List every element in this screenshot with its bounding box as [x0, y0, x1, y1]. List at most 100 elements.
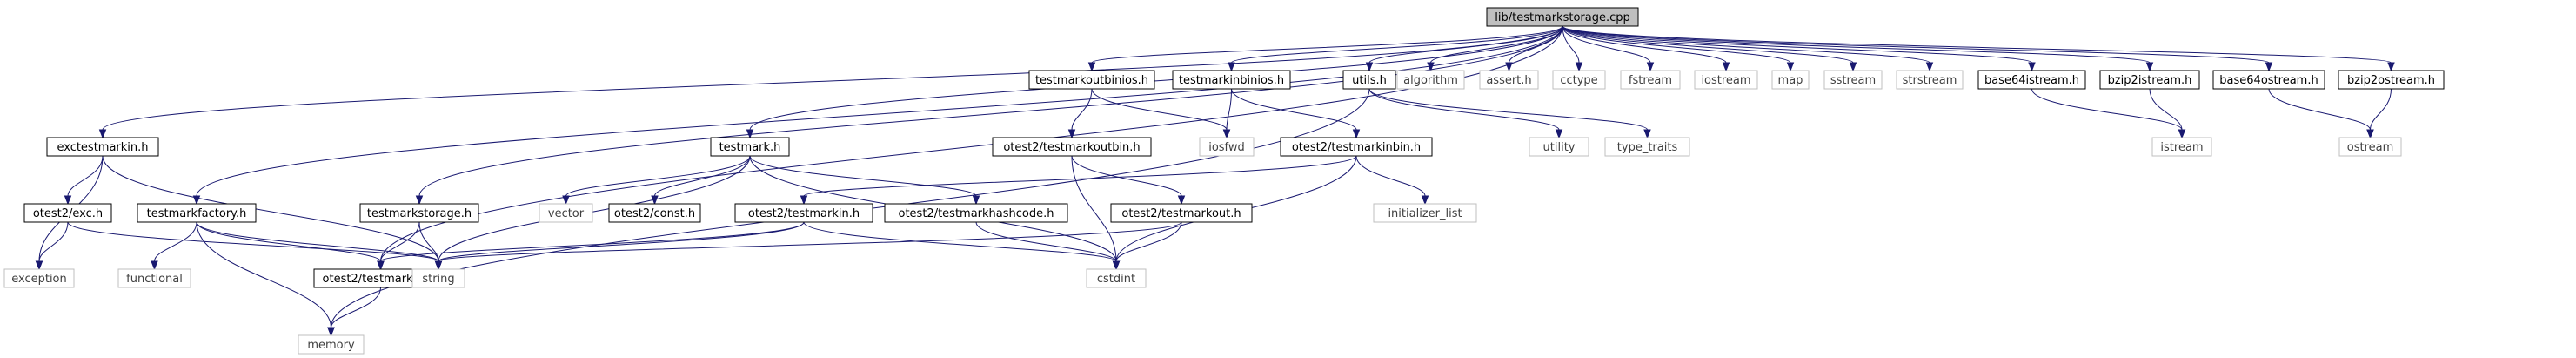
node-box: [608, 203, 701, 223]
node-label: exctestmarkin.h: [57, 141, 148, 154]
node-exc[interactable]: otest2/exc.h: [23, 203, 112, 223]
node-box: [710, 137, 790, 157]
node-outbinios[interactable]: testmarkoutbinios.h: [1028, 70, 1155, 90]
node-label: cctype: [1560, 74, 1597, 87]
edge-exc-to-string: [67, 221, 443, 271]
node-box: [1771, 70, 1810, 90]
edge-root-to-map: [1562, 25, 1795, 72]
node-label: testmarkstorage.h: [367, 207, 472, 220]
node-typetraits: type_traits: [1604, 137, 1690, 157]
edge-root-to-utils: [1365, 25, 1563, 72]
node-inbin[interactable]: otest2/testmarkinbin.h: [1280, 137, 1433, 157]
node-label: assert.h: [1486, 74, 1531, 87]
node-box: [359, 203, 479, 223]
edge-root-to-cctype: [1562, 25, 1583, 72]
node-box: [884, 203, 1068, 223]
node-vector: vector: [539, 203, 593, 223]
node-label: strstream: [1903, 74, 1957, 87]
node-root[interactable]: lib/testmarkstorage.cpp: [1486, 7, 1639, 27]
node-box: [1342, 70, 1396, 90]
node-box: [1172, 70, 1291, 90]
node-cctype: cctype: [1552, 70, 1606, 90]
node-markfactory[interactable]: testmarkfactory.h: [137, 203, 257, 223]
node-label: exception: [11, 273, 67, 286]
node-box: [1280, 137, 1433, 157]
node-box: [1620, 70, 1681, 90]
node-label: map: [1778, 74, 1803, 87]
edge-root-to-b64out: [1562, 25, 2273, 72]
edge-root-to-fstream: [1562, 25, 1655, 72]
node-box: [23, 203, 112, 223]
edge-outbinios-to-iosfwd: [1091, 88, 1231, 139]
edge-markfactory-to-functional: [151, 221, 197, 271]
node-excmarkin[interactable]: exctestmarkin.h: [46, 137, 159, 157]
edge-exc-to-exception: [35, 221, 69, 271]
node-const[interactable]: otest2/const.h: [608, 203, 701, 223]
node-box: [992, 137, 1152, 157]
node-box: [1823, 70, 1883, 90]
edge-outbin-to-markout: [1071, 155, 1186, 206]
node-label: testmarkfactory.h: [147, 207, 247, 220]
edge-markptr-to-memory: [327, 287, 381, 337]
node-box: [1486, 7, 1639, 27]
edge-inbinios-to-inbin: [1231, 88, 1361, 139]
node-inbinios[interactable]: testmarkinbinios.h: [1172, 70, 1291, 90]
edge-root-to-outbinios: [1087, 25, 1563, 72]
node-hashcode[interactable]: otest2/testmarkhashcode.h: [884, 203, 1068, 223]
node-label: string: [422, 273, 454, 286]
node-box: [1694, 70, 1758, 90]
edge-utils-to-utility: [1368, 88, 1563, 139]
node-label: functional: [126, 273, 183, 286]
node-fstream: fstream: [1620, 70, 1681, 90]
node-utils[interactable]: utils.h: [1342, 70, 1396, 90]
node-label: otest2/testmarkout.h: [1121, 207, 1241, 220]
node-iostream: iostream: [1694, 70, 1758, 90]
edge-testmark-to-const: [651, 155, 751, 206]
node-outbin[interactable]: otest2/testmarkoutbin.h: [992, 137, 1152, 157]
edge-root-to-testmark: [746, 25, 1563, 139]
node-box: [1529, 137, 1589, 157]
edge-bz2out-to-ostream: [2366, 88, 2392, 139]
node-label: iostream: [1701, 74, 1750, 87]
edge-root-to-inbinios: [1228, 25, 1563, 72]
node-label: otest2/testmarkinbin.h: [1292, 141, 1421, 154]
edge-root-to-markstorage: [415, 25, 1563, 206]
node-label: ostream: [2347, 141, 2394, 154]
node-label: bzip2istream.h: [2108, 74, 2192, 87]
edge-inbinios-to-iosfwd: [1222, 88, 1232, 139]
node-box: [117, 268, 191, 288]
node-bz2out[interactable]: bzip2ostream.h: [2338, 70, 2445, 90]
edge-markstorage-to-markptr: [377, 221, 420, 271]
node-utility: utility: [1529, 137, 1589, 157]
edge-markin-to-markptr: [377, 221, 805, 271]
node-b64out[interactable]: base64ostream.h: [2212, 70, 2325, 90]
node-box: [411, 268, 465, 288]
node-box: [1373, 203, 1477, 223]
node-bz2in[interactable]: bzip2istream.h: [2099, 70, 2200, 90]
edge-utils-to-typetraits: [1368, 88, 1651, 139]
edge-markfactory-to-string: [196, 221, 443, 271]
node-box: [2338, 70, 2445, 90]
node-istream: istream: [2151, 137, 2212, 157]
node-label: otest2/testmarkoutbin.h: [1003, 141, 1140, 154]
node-label: type_traits: [1617, 141, 1678, 154]
node-box: [2151, 137, 2212, 157]
edge-root-to-markfactory: [192, 25, 1563, 206]
node-testmark[interactable]: testmark.h: [710, 137, 790, 157]
node-box: [1552, 70, 1606, 90]
node-b64in[interactable]: base64istream.h: [1977, 70, 2086, 90]
node-label: otest2/testmarkptr.h: [323, 273, 439, 286]
edge-root-to-sstream: [1562, 25, 1857, 72]
node-markout[interactable]: otest2/testmarkout.h: [1110, 203, 1253, 223]
node-box: [2338, 137, 2402, 157]
node-markin[interactable]: otest2/testmarkin.h: [734, 203, 873, 223]
node-label: cstdint: [1097, 273, 1135, 286]
node-box: [298, 334, 365, 355]
node-memory: memory: [298, 334, 365, 355]
node-iosfwd: iosfwd: [1199, 137, 1255, 157]
edge-bz2in-to-istream: [2149, 88, 2186, 139]
edges-layer: [35, 25, 2395, 337]
node-label: utils.h: [1352, 74, 1387, 87]
node-markstorage[interactable]: testmarkstorage.h: [359, 203, 479, 223]
